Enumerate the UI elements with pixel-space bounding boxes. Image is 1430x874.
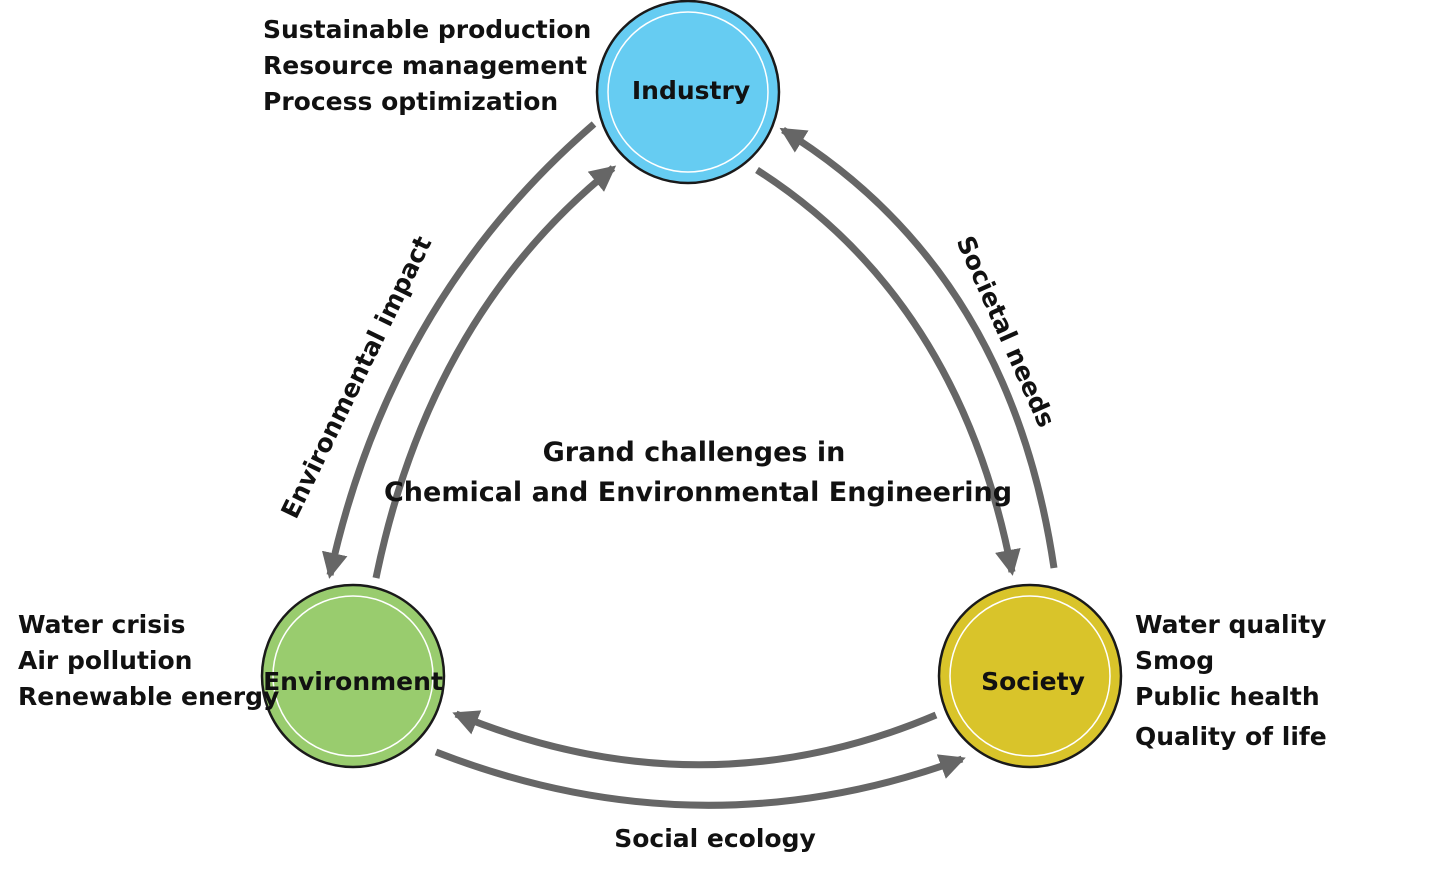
- society-item-list: Water quality Smog Public health Quality…: [1135, 610, 1327, 751]
- title-line-2: Chemical and Environmental Engineering: [384, 477, 1012, 508]
- society-node: Society: [937, 583, 1123, 769]
- list-item: Sustainable production: [263, 15, 591, 44]
- environment-node: Environment: [260, 583, 446, 769]
- edge-label-social-ecology: Social ecology: [614, 824, 816, 853]
- arrow-industry-to-society: [755, 167, 1021, 576]
- list-item: Air pollution: [18, 646, 192, 675]
- environment-item-list: Water crisis Air pollution Renewable ene…: [18, 610, 279, 711]
- arrow-environment-to-industry: [372, 165, 617, 579]
- environment-label: Environment: [263, 667, 443, 696]
- industry-label: Industry: [632, 76, 750, 105]
- list-item: Resource management: [263, 51, 587, 80]
- list-item: Process optimization: [263, 87, 558, 116]
- society-label: Society: [981, 667, 1085, 696]
- arrow-society-to-environment: [452, 710, 938, 769]
- list-item: Water crisis: [18, 610, 186, 639]
- industry-node: Industry: [595, 0, 781, 185]
- arrow-industry-to-environment: [321, 121, 597, 579]
- industry-item-list: Sustainable production Resource manageme…: [263, 15, 591, 116]
- arrow-environment-to-society: [434, 748, 966, 809]
- list-item: Renewable energy: [18, 682, 279, 711]
- list-item: Quality of life: [1135, 722, 1327, 751]
- list-item: Public health: [1135, 682, 1320, 711]
- title-line-1: Grand challenges in: [543, 437, 846, 468]
- list-item: Smog: [1135, 646, 1214, 675]
- edge-label-societal-needs: Societal needs: [951, 231, 1061, 431]
- diagram-title: Grand challenges in Chemical and Environ…: [384, 437, 1012, 508]
- arrow-society-to-industry: [779, 127, 1058, 569]
- list-item: Water quality: [1135, 610, 1326, 639]
